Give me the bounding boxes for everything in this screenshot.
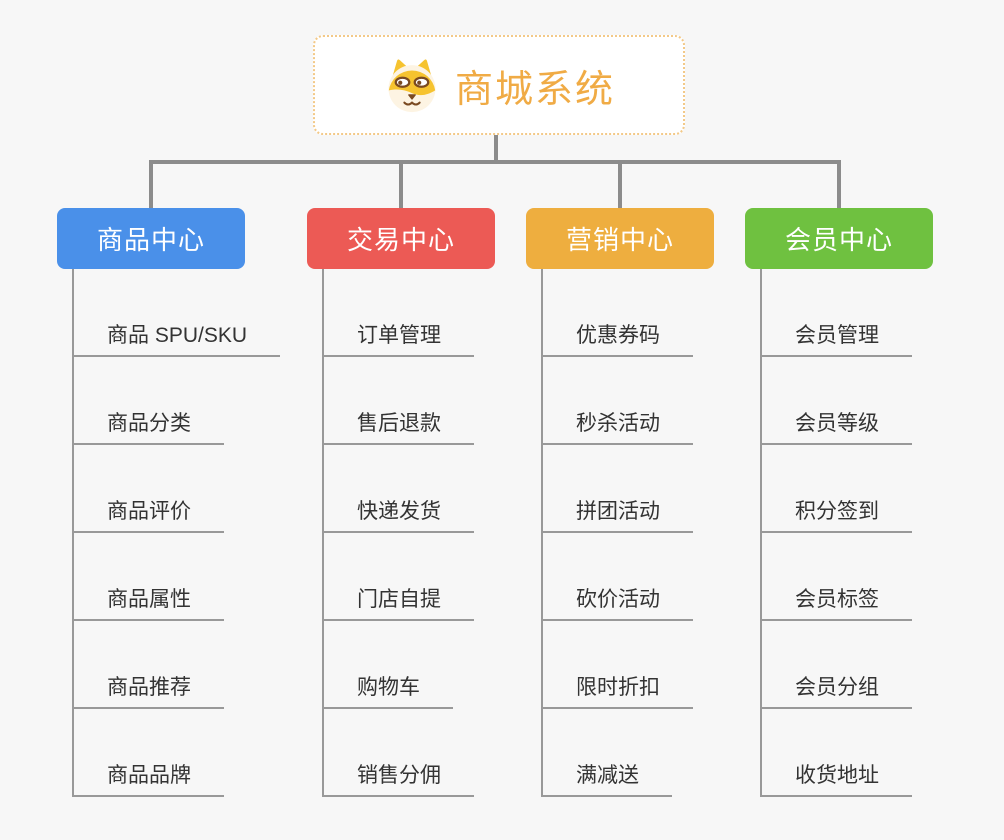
mindmap-item[interactable]: 快递发货 <box>324 445 474 533</box>
mindmap-item[interactable]: 订单管理 <box>324 269 474 357</box>
mindmap-item[interactable]: 门店自提 <box>324 533 474 621</box>
branch-marketing-center: 营销中心 优惠券码秒杀活动拼团活动砍价活动限时折扣满减送 <box>526 208 714 797</box>
branch-member-center: 会员中心 会员管理会员等级积分签到会员标签会员分组收货地址 <box>745 208 933 797</box>
mindmap-item[interactable]: 拼团活动 <box>543 445 693 533</box>
connector-bus <box>149 160 841 164</box>
mindmap-item[interactable]: 会员等级 <box>762 357 912 445</box>
branch-item-list: 优惠券码秒杀活动拼团活动砍价活动限时折扣满减送 <box>541 269 714 797</box>
connector-drop-product <box>149 164 153 208</box>
mindmap-item[interactable]: 商品品牌 <box>74 709 224 797</box>
connector-drop-member <box>837 164 841 208</box>
root-title: 商城系统 <box>454 68 615 111</box>
connector-drop-trade <box>399 164 403 208</box>
mindmap-item[interactable]: 商品属性 <box>74 533 224 621</box>
mindmap-item[interactable]: 商品分类 <box>74 357 224 445</box>
connector-drop-marketing <box>618 164 622 208</box>
branch-node-trade-center[interactable]: 交易中心 <box>307 208 495 269</box>
mindmap-item[interactable]: 砍价活动 <box>543 533 693 621</box>
branch-node-marketing-center[interactable]: 营销中心 <box>526 208 714 269</box>
mindmap-item[interactable]: 优惠券码 <box>543 269 693 357</box>
root-node[interactable]: 商城系统 <box>313 35 685 135</box>
branch-trade-center: 交易中心 订单管理售后退款快递发货门店自提购物车销售分佣 <box>307 208 495 797</box>
mindmap-item[interactable]: 收货地址 <box>762 709 912 797</box>
mindmap-item[interactable]: 商品 SPU/SKU <box>74 269 281 357</box>
branch-item-list: 订单管理售后退款快递发货门店自提购物车销售分佣 <box>322 269 495 797</box>
mindmap-item[interactable]: 秒杀活动 <box>543 357 693 445</box>
mindmap-item[interactable]: 会员管理 <box>762 269 912 357</box>
branch-node-product-center[interactable]: 商品中心 <box>57 208 245 269</box>
branch-item-list: 会员管理会员等级积分签到会员标签会员分组收货地址 <box>760 269 933 797</box>
mindmap-item[interactable]: 限时折扣 <box>543 621 693 709</box>
mindmap-item[interactable]: 销售分佣 <box>324 709 474 797</box>
mindmap-item[interactable]: 售后退款 <box>324 357 474 445</box>
mindmap-item[interactable]: 商品推荐 <box>74 621 224 709</box>
mindmap-item[interactable]: 积分签到 <box>762 445 912 533</box>
mindmap-item[interactable]: 商品评价 <box>74 445 224 533</box>
mindmap-item[interactable]: 满减送 <box>543 709 672 797</box>
mindmap-item[interactable]: 购物车 <box>324 621 453 709</box>
connector-root-stub <box>494 135 498 162</box>
mindmap-item[interactable]: 会员标签 <box>762 533 912 621</box>
mindmap-item[interactable]: 会员分组 <box>762 621 912 709</box>
branch-node-member-center[interactable]: 会员中心 <box>745 208 933 269</box>
dog-icon <box>383 57 441 113</box>
